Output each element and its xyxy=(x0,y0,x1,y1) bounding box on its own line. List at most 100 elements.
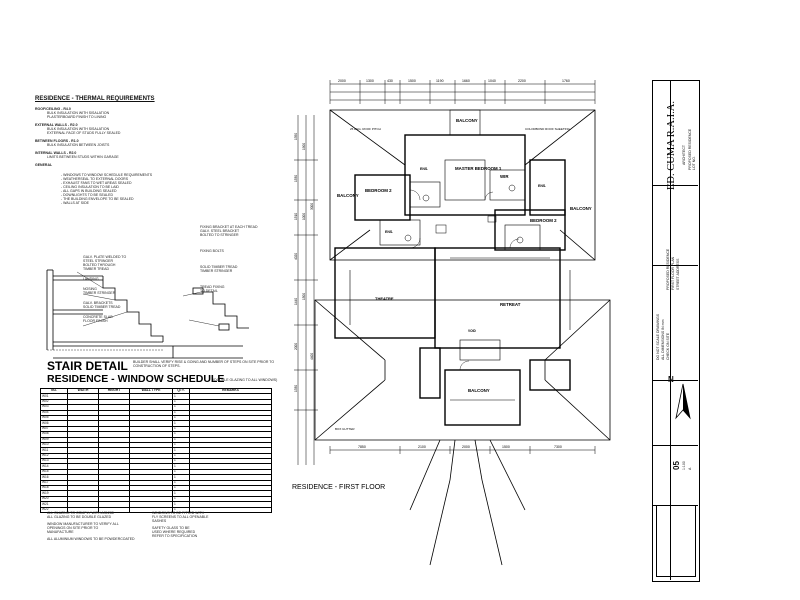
room-label: ENS. xyxy=(420,167,428,171)
stair-callout: SOLID TIMBER TREAD xyxy=(83,305,121,309)
architect-name: ED. CUMA R.A.I.A. xyxy=(666,101,677,190)
thermal-item: EXTERNAL FACE OF STUDS FULLY SEALED xyxy=(47,131,121,135)
project-line: LOT NO. xyxy=(692,156,696,170)
tb-note: ALL DIMENSIONS IN mm xyxy=(661,319,665,360)
room-label: BALCONY xyxy=(456,118,478,123)
divider xyxy=(652,380,698,381)
side-dim-label: 1440 xyxy=(294,298,298,305)
general-note: - EXHAUST FANS TO WET AREAS SEALED xyxy=(61,181,132,185)
stair-callouts-right: FIXING BRACKET AT EACH TREAD GALV. STEEL… xyxy=(200,225,258,293)
north-arrow-icon xyxy=(675,383,691,420)
stair-callout: SOLID TIMBER TREAD xyxy=(200,265,238,269)
rev-label: A xyxy=(688,467,692,470)
schedule-footnote: OPENINGS ON SITE PRIOR TO xyxy=(47,526,99,530)
dim-label: 2200 xyxy=(518,79,526,83)
dim-label: 1660 xyxy=(462,79,470,83)
dim-label: 7850 xyxy=(358,445,366,449)
dim-label: 1760 xyxy=(562,79,570,83)
title-block xyxy=(652,80,700,582)
side-dim-label: 3000 xyxy=(310,203,314,210)
stair-detail-title: STAIR DETAIL xyxy=(47,359,128,373)
schedule-footnote: FLY SCREENS TO ALL OPENABLE xyxy=(152,515,209,519)
schedule-footnotes-right: WINDOWS TO BE FITTED WITH FLY SCREENS TO… xyxy=(152,511,208,538)
room-label: RETREAT xyxy=(500,302,521,307)
architect-sub: ARCHITECT xyxy=(682,144,686,165)
side-dim-label: 4400 xyxy=(310,353,314,360)
stair-callout: TIMBER STRINGER xyxy=(200,269,233,273)
side-dim-label: 1510 xyxy=(294,213,298,220)
roof-note: BOX GUTTER xyxy=(335,427,355,431)
dim-label: 2000 xyxy=(338,79,346,83)
room-label: WIR xyxy=(500,174,509,179)
dim-label: 1500 xyxy=(502,445,510,449)
thermal-item: BULK INSULATION BETWEEN JOISTS xyxy=(47,143,110,147)
divider xyxy=(652,265,698,266)
revision-table xyxy=(656,505,696,577)
room-label: BEDROOM 2 xyxy=(365,188,392,193)
side-dim-label: 1330 xyxy=(294,385,298,392)
schedule-footnote: SAFETY GLASS TO BE xyxy=(152,526,190,530)
room-label: BEDROOM 2 xyxy=(530,218,557,223)
room-label: ENS. xyxy=(385,230,393,234)
stair-note: BUILDER SHALL VERIFY RISE & GOING AND NU… xyxy=(133,360,275,368)
stair-callout: GALV. STEEL BRACKET xyxy=(200,229,240,233)
general-note: - CEILING INSULATION TO BE LAID xyxy=(61,185,119,189)
window-schedule-note: (DOUBLE GLAZING TO ALL WINDOWS) xyxy=(213,378,278,382)
side-dim-label: 4020 xyxy=(294,253,298,260)
stair-callout: TREAD FIXING xyxy=(200,285,225,289)
stair-callout: TIMBER TREAD xyxy=(83,267,109,271)
divider xyxy=(652,445,698,446)
schedule-footnote: WINDOW MANUFACTURER TO VERIFY ALL xyxy=(47,522,119,526)
room-label: MASTER BEDROOM 1 xyxy=(455,166,502,171)
side-dim-label: 2000 xyxy=(294,343,298,350)
room-label: THEATRE xyxy=(375,296,394,301)
roof-outline xyxy=(314,109,611,566)
room-label: ENS. xyxy=(538,184,546,188)
side-dim-label: 1530 xyxy=(294,175,298,182)
stair-callout: FIXING BOLTS xyxy=(200,249,224,253)
side-dim-label: 1350 xyxy=(294,133,298,140)
thermal-item: BULK INSULATION WITH SISALATION xyxy=(47,111,110,115)
first-floor-plan: 2000 1300 430 1500 1190 1660 1040 2200 1… xyxy=(294,79,611,566)
side-dim-label: 1500 xyxy=(302,293,306,300)
dim-label: 1500 xyxy=(408,79,416,83)
tb-note: CHECK ON SITE xyxy=(666,332,670,360)
stair-callout: BOLTED TO STRINGER xyxy=(200,233,239,237)
thermal-item: EXTERNAL WALLS - R2.0 xyxy=(35,123,78,127)
general-notes: - WINDOWS TO WINDOW SCHEDULE REQUIREMENT… xyxy=(61,173,152,205)
schedule-footnote: ALL GLAZING TO COMPLY WITH AS1288 xyxy=(47,511,114,515)
general-note: - ALL GAPS IN BUILDING SEALED xyxy=(61,189,117,193)
dim-label: 430 xyxy=(387,79,393,83)
sheet-number: 05 xyxy=(672,461,681,470)
general-note: - WEATHERSEAL TO EXTERNAL DOORS xyxy=(61,177,129,181)
side-dim-label: 1900 xyxy=(302,143,306,150)
stair-callout: CONCRETE SLAB xyxy=(83,315,113,319)
stair-callout: BOLTED THROUGH xyxy=(83,263,116,267)
schedule-footnotes-left: ALL GLAZING TO COMPLY WITH AS1288 ALL GL… xyxy=(47,511,135,541)
stair-callouts-left: GALV. PLATE WELDED TO STEEL STRINGER BOL… xyxy=(83,255,126,323)
schedule-footnote: USED WHERE REQUIRED xyxy=(152,530,196,534)
stair-callout: TIMBER STRINGER xyxy=(83,291,116,295)
general-note: - DOWNLIGHTS TO BE SEALED xyxy=(61,193,113,197)
general-note: - WINDOWS TO WINDOW SCHEDULE REQUIREMENT… xyxy=(61,173,153,177)
dim-label: 1300 xyxy=(366,79,374,83)
project-title: PROPOSED RESIDENCE xyxy=(666,248,670,290)
side-dim-label: 1000 xyxy=(302,213,306,220)
scale-label: 1:100 xyxy=(682,461,686,470)
plan-title: RESIDENCE - FIRST FLOOR xyxy=(292,484,386,491)
schedule-footnote: REFER TO SPECIFICATION xyxy=(152,534,198,538)
stair-callout: FLOOR FINISH xyxy=(83,319,108,323)
dim-label: 1190 xyxy=(436,79,444,83)
thermal-item: BETWEEN FLOORS - R1.0 xyxy=(35,139,79,143)
stair-callout: NOSING xyxy=(83,287,97,291)
thermal-item: LIMITS BETWEEN STUDS WITHIN GARAGE xyxy=(47,155,119,159)
schedule-footnote: MANUFACTURE xyxy=(47,530,74,534)
thermal-item: GENERAL xyxy=(35,163,53,167)
thermal-item: INTERNAL WALLS - R2.0 xyxy=(35,151,77,155)
divider xyxy=(670,80,671,580)
stair-callout: STEEL STRINGER xyxy=(83,259,114,263)
thermal-item: PLASTERBOARD FINISH TO LINING xyxy=(47,115,107,119)
